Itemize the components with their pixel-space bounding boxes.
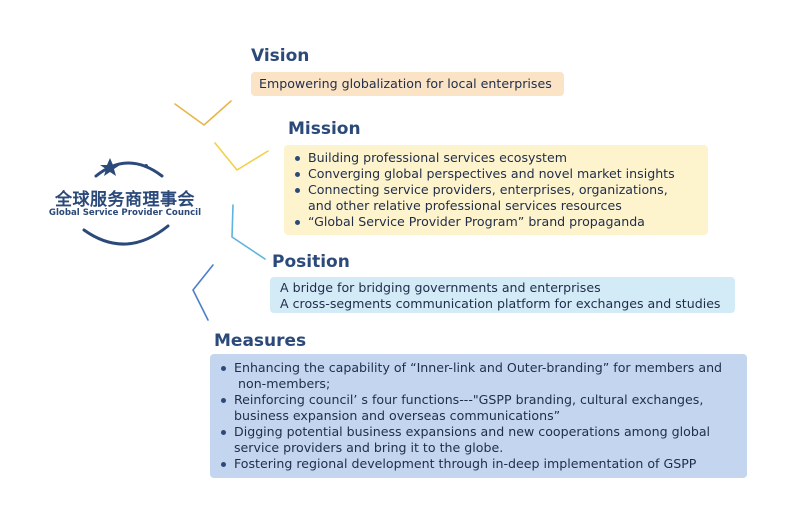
mission-box: Building professional services ecosystem…: [284, 145, 708, 235]
position-line: A bridge for bridging governments and en…: [280, 280, 601, 295]
measures-box: Enhancing the capability of “Inner-link …: [210, 354, 747, 478]
logo-name-cn: 全球服务商理事会: [55, 190, 195, 210]
mission-heading: Mission: [288, 119, 361, 139]
measures-heading: Measures: [214, 331, 307, 351]
vision-heading: Vision: [251, 46, 310, 66]
mission-item: Converging global perspectives and novel…: [292, 166, 700, 182]
mission-item: Building professional services ecosystem: [292, 150, 700, 166]
position-heading: Position: [272, 252, 350, 272]
mission-list: Building professional services ecosystem…: [292, 150, 700, 230]
mission-item: Connecting service providers, enterprise…: [292, 182, 700, 214]
measures-item: Reinforcing council’ s four functions---…: [218, 392, 739, 424]
logo-name-en: Global Service Provider Council: [48, 208, 202, 218]
mission-connector: [214, 142, 269, 171]
mission-item: “Global Service Provider Program” brand …: [292, 214, 700, 230]
star-swoosh-icon: [82, 158, 170, 246]
vision-box: Empowering globalization for local enter…: [251, 72, 564, 96]
position-line: A cross-segments communication platform …: [280, 296, 721, 311]
measures-item: Fostering regional development through i…: [218, 456, 739, 472]
vision-connector: [174, 100, 232, 126]
position-box: A bridge for bridging governments and en…: [270, 277, 735, 313]
measures-connector: [192, 264, 214, 321]
council-logo: 全球服务商理事会 Global Service Provider Council: [48, 154, 208, 254]
measures-item: Enhancing the capability of “Inner-link …: [218, 360, 739, 392]
position-connector: [231, 204, 266, 260]
vision-text: Empowering globalization for local enter…: [259, 76, 552, 91]
measures-list: Enhancing the capability of “Inner-link …: [218, 360, 739, 472]
measures-item: Digging potential business expansions an…: [218, 424, 739, 456]
